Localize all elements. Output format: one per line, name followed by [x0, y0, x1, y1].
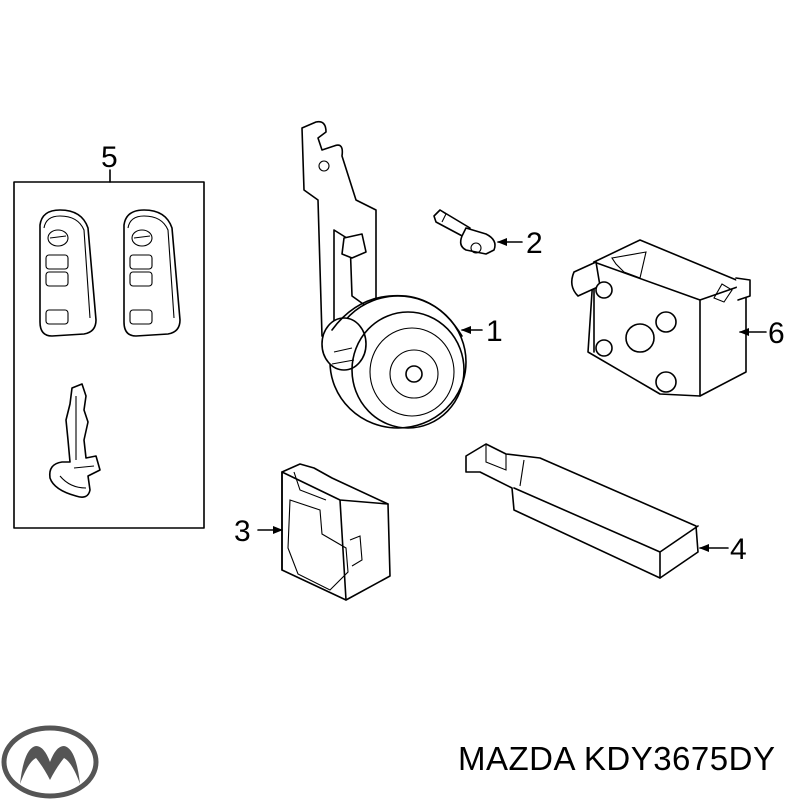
key-set-box [13, 181, 205, 529]
remote-fob-left [39, 209, 97, 337]
part-number-label: MAZDA KDY3675DY [458, 740, 776, 777]
key-set-group [13, 169, 205, 529]
callout-3: 3 [234, 515, 251, 548]
emergency-key [48, 383, 101, 498]
receiver-module [281, 463, 391, 601]
antenna-bar [465, 443, 699, 579]
callout-1: 1 [486, 315, 503, 348]
remote-fob-right [123, 209, 181, 337]
callout-6: 6 [768, 317, 785, 350]
control-module [570, 239, 751, 397]
callout-4: 4 [730, 533, 747, 566]
mazda-logo-icon [1, 725, 99, 799]
callout-5: 5 [101, 141, 118, 174]
bolt [433, 209, 496, 255]
callout-2: 2 [526, 227, 543, 260]
horn-assembly [301, 120, 467, 429]
